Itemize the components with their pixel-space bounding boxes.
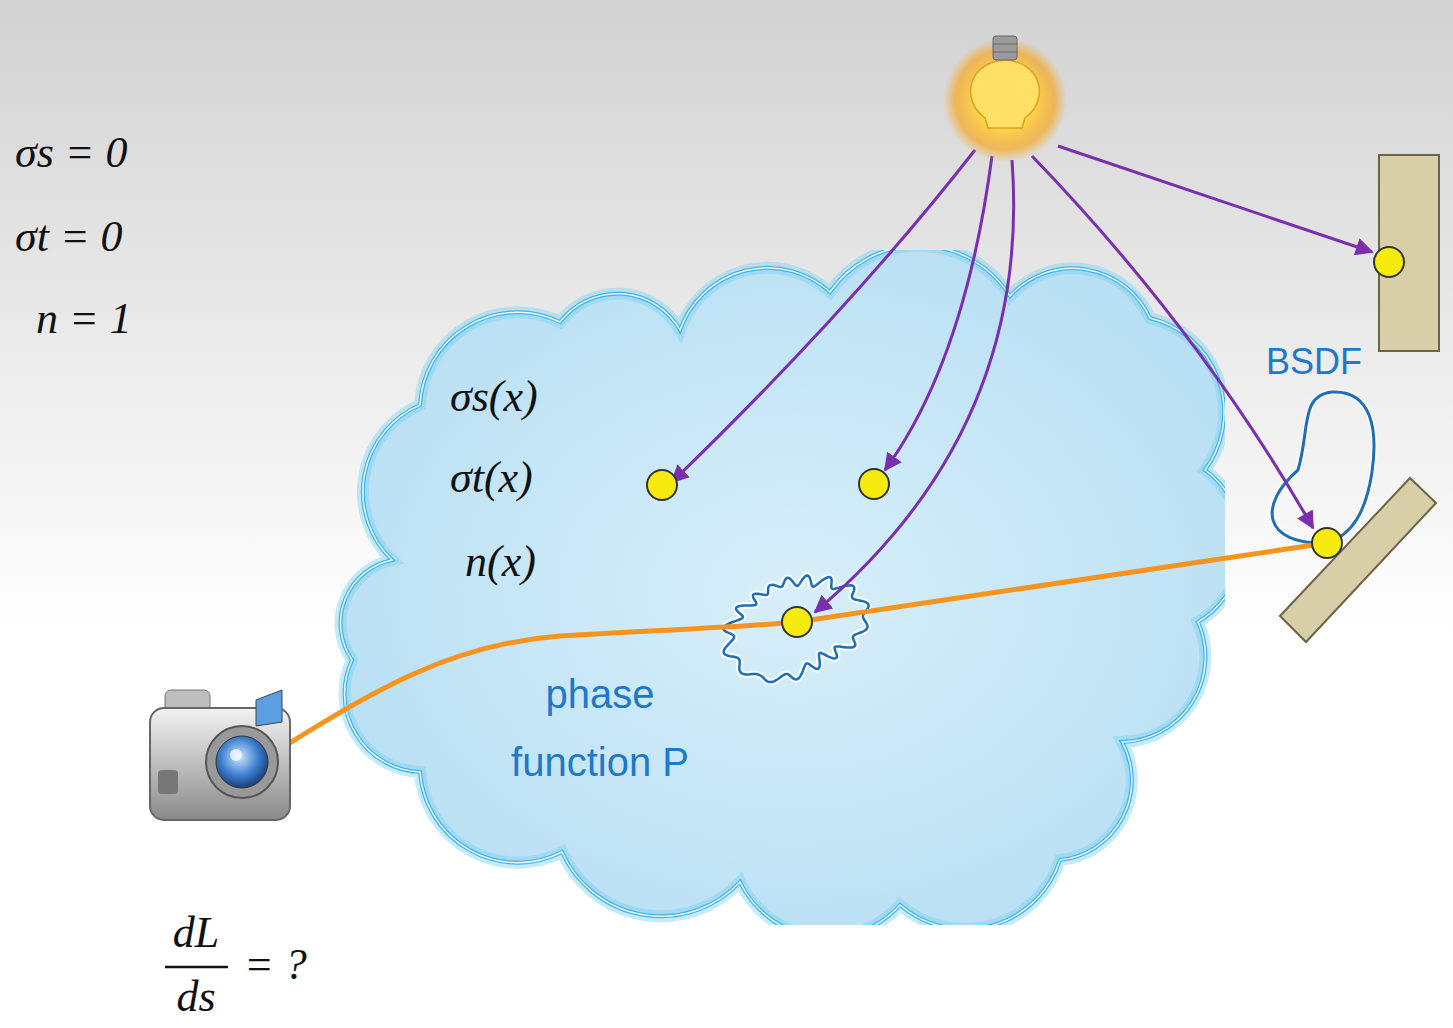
medium-refractive-index: n(x) [465, 537, 536, 587]
light-bulb [943, 36, 1067, 162]
camera-icon [150, 690, 290, 820]
wall-panel [1280, 478, 1436, 642]
fraction-bar [165, 966, 228, 969]
cloud-outline [325, 250, 1225, 925]
medium-scattering-coefficient: σs(x) [450, 372, 538, 422]
derivative-equals: = ? [244, 940, 307, 990]
phase-function-label: phase function P [475, 660, 725, 796]
vacuum-extinction: σt = 0 [15, 212, 123, 262]
medium-extinction-coefficient: σt(x) [450, 453, 533, 503]
medium-cloud: σs(x) σt(x) n(x) phase function P [325, 250, 1225, 925]
vacuum-index: n = 1 [36, 294, 132, 344]
vacuum-scattering: σs = 0 [15, 128, 128, 178]
bsdf-label: BSDF [1266, 340, 1362, 384]
derivative-denominator: ds [176, 972, 215, 1022]
derivative-numerator: dL [173, 908, 219, 958]
bsdf-lobe [1272, 392, 1374, 543]
